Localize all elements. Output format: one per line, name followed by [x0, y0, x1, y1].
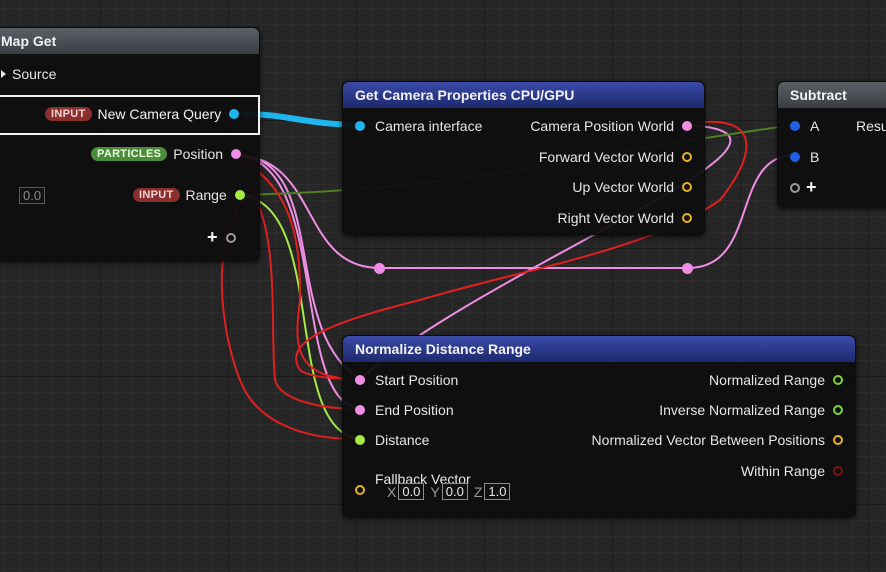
start-position-row: Start Position: [355, 372, 458, 388]
camera-interface-row: Camera interface: [355, 118, 482, 134]
start-position-label: Start Position: [375, 372, 459, 388]
forward-vector-world-pin[interactable]: [682, 152, 692, 162]
camera-output-row-3: Right Vector World: [558, 210, 692, 226]
inverse-normalized-range-row: Inverse Normalized Range: [659, 402, 843, 418]
position-pin[interactable]: [231, 149, 242, 159]
subtract-add-pin[interactable]: [790, 182, 800, 193]
map-get-add-pin[interactable]: [225, 232, 236, 243]
fallback-y-field[interactable]: 0.0: [441, 483, 468, 500]
normalized-range-row: Normalized Range: [709, 372, 843, 388]
subtract-b-label: B: [810, 149, 820, 165]
node-map-get[interactable]: Map Get Source INPUT New Camera Query PA…: [0, 27, 260, 261]
fallback-x-label: X: [387, 483, 397, 500]
subtract-b-pin[interactable]: [790, 152, 800, 162]
node-map-get-title: Map Get: [0, 28, 259, 54]
end-position-pin[interactable]: [355, 405, 365, 415]
distance-pin[interactable]: [355, 435, 365, 445]
arrow-right-icon[interactable]: [1, 70, 6, 78]
camera-query-row: INPUT New Camera Query: [45, 106, 240, 122]
reroute-knot-left[interactable]: [374, 263, 385, 274]
subtract-add-row: +: [790, 177, 817, 198]
normalized-vector-pin[interactable]: [833, 435, 843, 445]
range-badge: INPUT: [133, 188, 180, 202]
camera-query-badge: INPUT: [45, 107, 92, 121]
camera-output-row-0: Camera Position World: [530, 118, 692, 134]
fallback-z-label: Z: [473, 483, 483, 500]
within-range-label: Within Range: [740, 463, 825, 479]
subtract-a-label: A: [810, 118, 820, 134]
node-camera-properties-title: Get Camera Properties CPU/GPU: [343, 82, 704, 108]
position-label: Position: [173, 146, 224, 162]
fallback-z-field[interactable]: 1.0: [484, 483, 511, 500]
plus-icon[interactable]: +: [207, 227, 218, 247]
fallback-vector-pin[interactable]: [355, 485, 365, 495]
subtract-b-row: B: [790, 149, 819, 165]
source-label: Source: [12, 66, 57, 82]
normalized-vector-row: Normalized Vector Between Positions: [592, 432, 843, 448]
map-get-add-row: +: [207, 227, 236, 248]
node-subtract-title: Subtract: [778, 82, 886, 108]
fallback-vector-fields: X 0.0 Y 0.0 Z 1.0: [381, 483, 511, 500]
normalized-vector-label: Normalized Vector Between Positions: [591, 432, 825, 448]
subtract-a-row: A: [790, 118, 819, 134]
inverse-normalized-range-pin[interactable]: [833, 405, 843, 415]
node-camera-properties[interactable]: Get Camera Properties CPU/GPU Camera int…: [342, 81, 705, 235]
fallback-y-label: Y: [430, 483, 440, 500]
range-value-row: 0.0: [19, 187, 46, 204]
subtract-result-row: Resu: [856, 118, 886, 134]
start-position-pin[interactable]: [355, 375, 365, 385]
position-row: PARTICLES Position: [91, 146, 242, 162]
reroute-knot-right[interactable]: [682, 263, 693, 274]
camera-position-world-label: Camera Position World: [530, 118, 674, 134]
up-vector-world-label: Up Vector World: [572, 179, 674, 195]
wire-range-distance: [237, 194, 361, 440]
plus-icon[interactable]: +: [806, 177, 817, 197]
subtract-a-pin[interactable]: [790, 121, 800, 131]
wire-position-start: [237, 154, 361, 380]
wire-position-end: [237, 154, 361, 410]
camera-interface-pin[interactable]: [355, 121, 365, 131]
range-value-field[interactable]: 0.0: [19, 187, 46, 204]
node-normalize-title: Normalize Distance Range: [343, 336, 855, 362]
distance-row: Distance: [355, 432, 429, 448]
normalized-range-label: Normalized Range: [709, 372, 825, 388]
node-subtract[interactable]: Subtract A Resu B +: [777, 81, 886, 207]
node-normalize-distance-range[interactable]: Normalize Distance Range Start Position …: [342, 335, 856, 517]
source-row: Source: [1, 66, 56, 82]
camera-query-pin[interactable]: [229, 109, 240, 119]
within-range-pin[interactable]: [833, 466, 843, 476]
camera-query-label: New Camera Query: [97, 106, 222, 122]
fallback-x-field[interactable]: 0.0: [398, 483, 425, 500]
camera-interface-label: Camera interface: [375, 118, 483, 134]
camera-position-world-pin[interactable]: [682, 121, 692, 131]
annotation-line-4: [295, 120, 748, 380]
forward-vector-world-label: Forward Vector World: [538, 149, 674, 165]
end-position-label: End Position: [375, 402, 454, 418]
inverse-normalized-range-label: Inverse Normalized Range: [659, 402, 825, 418]
right-vector-world-pin[interactable]: [682, 213, 692, 223]
subtract-result-label: Resu: [856, 118, 886, 134]
up-vector-world-pin[interactable]: [682, 182, 692, 192]
within-range-row: Within Range: [741, 463, 843, 479]
end-position-row: End Position: [355, 402, 454, 418]
right-vector-world-label: Right Vector World: [557, 210, 674, 226]
selection-highlight: [0, 95, 260, 135]
camera-output-row-1: Forward Vector World: [539, 149, 692, 165]
distance-label: Distance: [375, 432, 430, 448]
range-label: Range: [185, 187, 227, 203]
range-row: INPUT Range: [133, 187, 245, 203]
camera-output-row-2: Up Vector World: [572, 179, 692, 195]
annotation-line-3: [249, 189, 361, 410]
normalized-range-pin[interactable]: [833, 375, 843, 385]
position-badge: PARTICLES: [91, 147, 168, 161]
annotation-line-1: [239, 159, 361, 381]
range-pin[interactable]: [234, 190, 245, 200]
